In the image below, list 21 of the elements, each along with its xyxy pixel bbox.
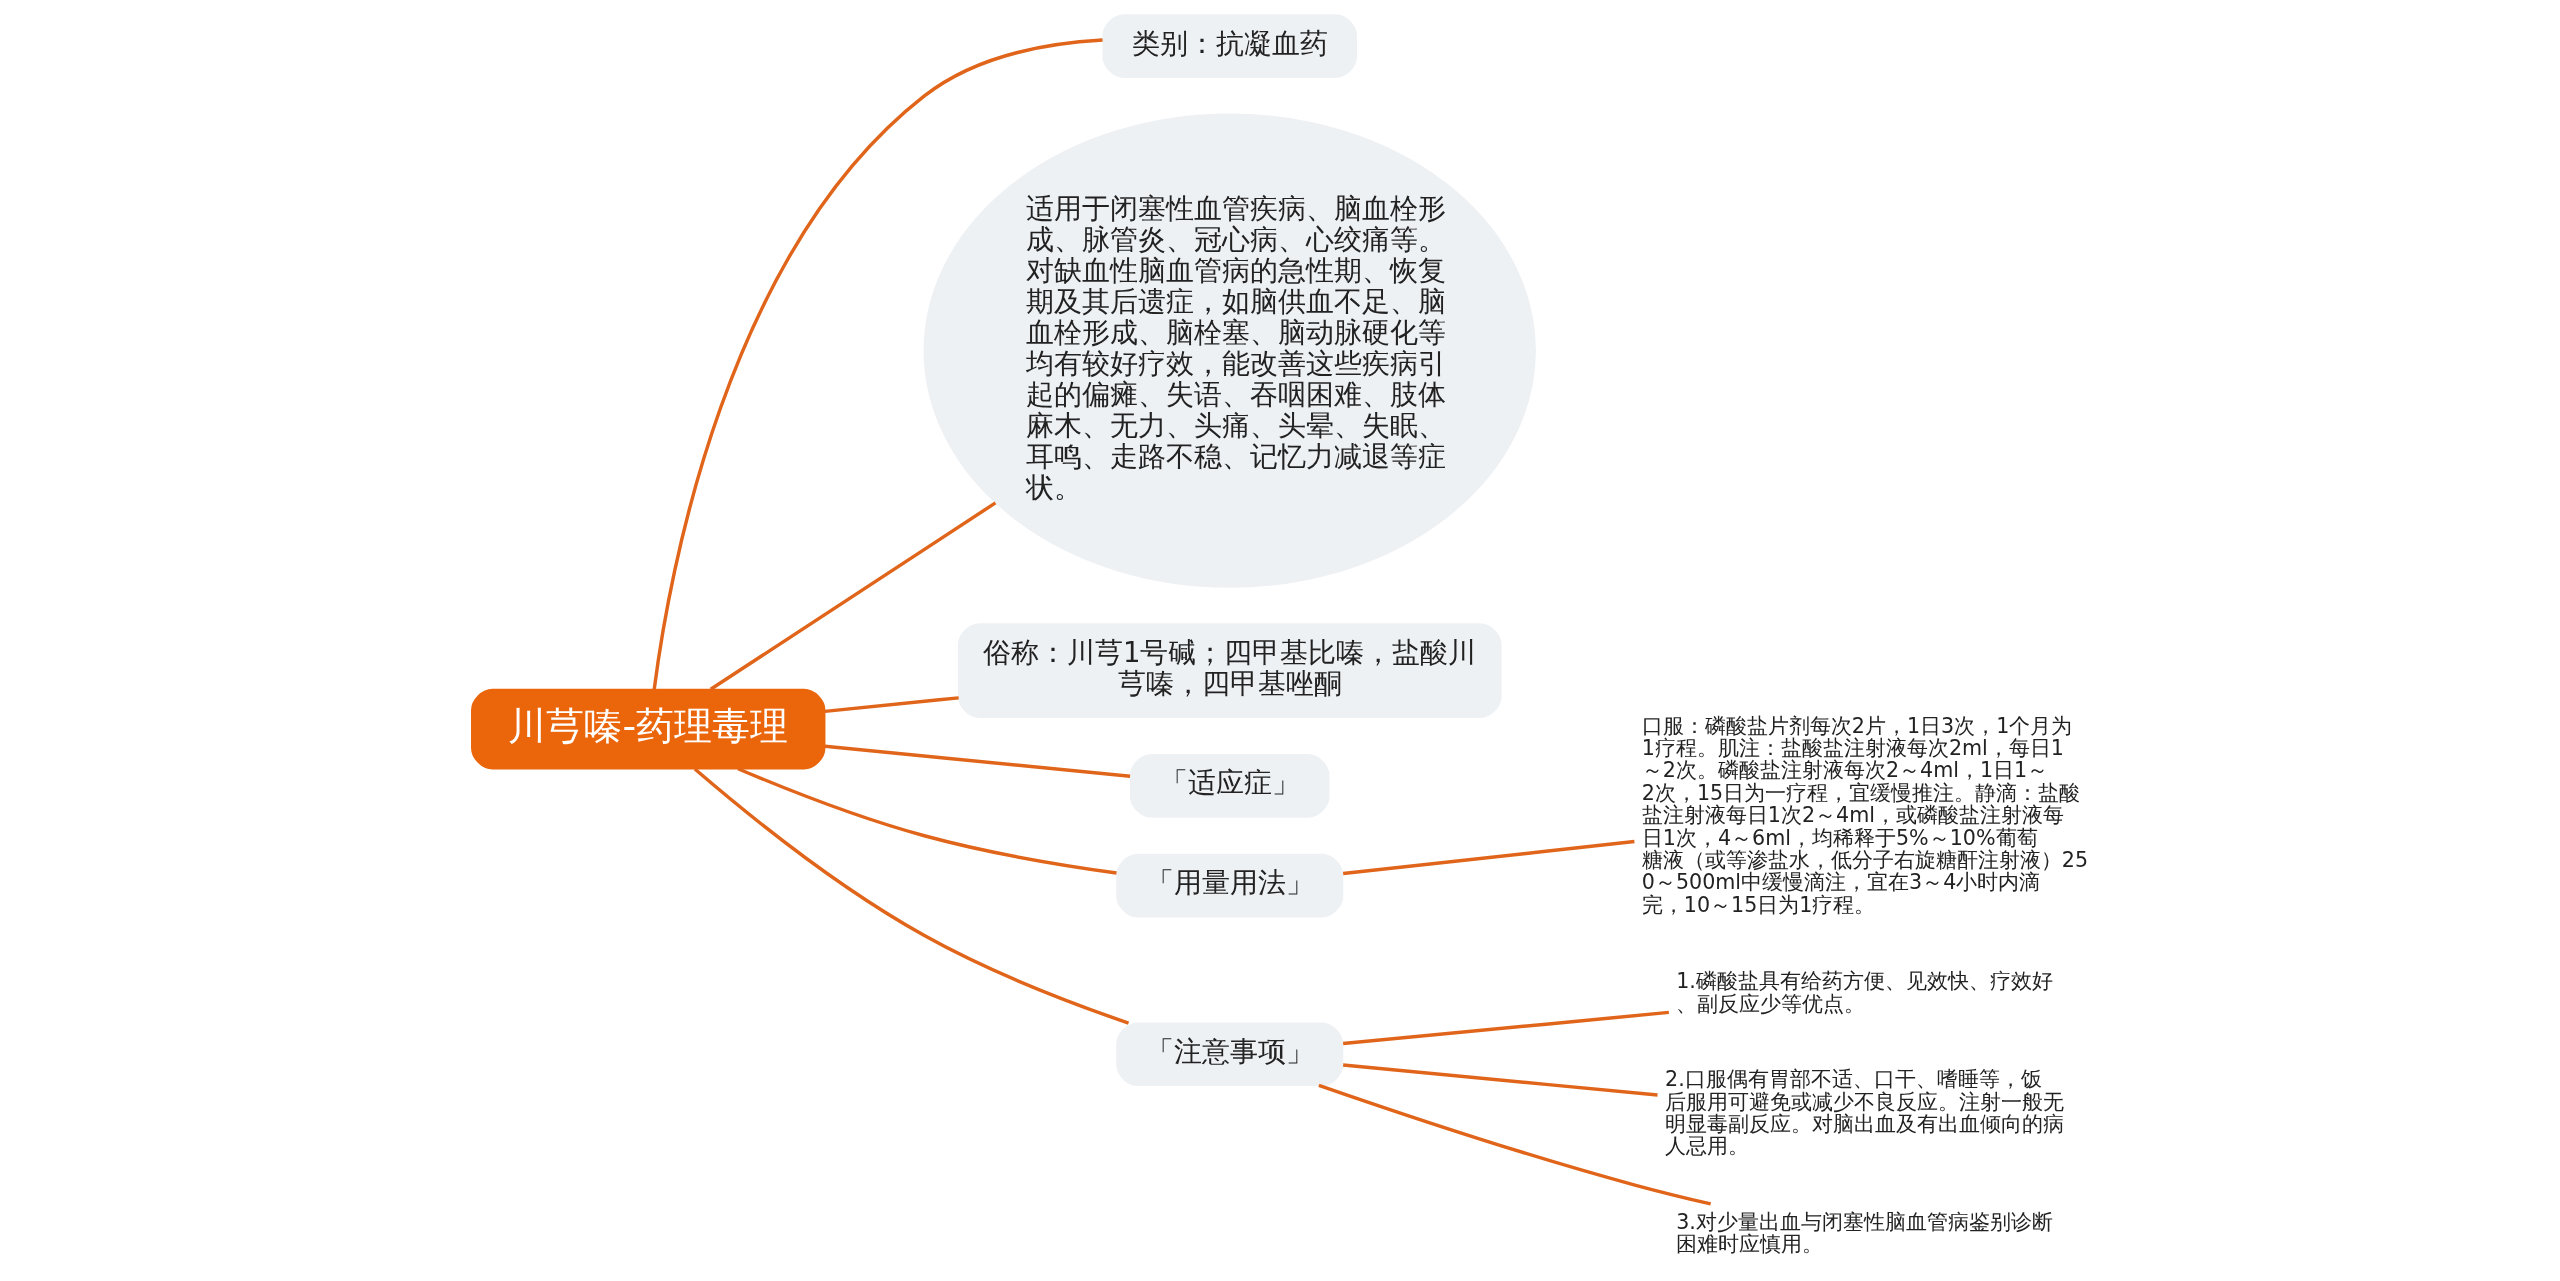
node-text: 1.磷酸盐具有给药方便、见效快、疗效好、副反应少等优点。 (1675, 969, 2053, 1016)
node-box: 「用量用法」 (1115, 853, 1343, 918)
connector (1342, 839, 1635, 876)
node-text: 3.对少量出血与闭塞性脑血管病鉴别诊断困难时应慎用。 (1675, 1210, 2053, 1257)
connector (824, 744, 1130, 778)
node-text: 2.口服偶有胃部不适、口干、嗜睡等，饭后服用可避免或减少不良反应。注射一般无明显毒副反应。对脑出血及有出血倾向的病人忌用。 (1664, 1067, 2064, 1159)
connector (736, 767, 1117, 875)
connector (1342, 1063, 1658, 1097)
connector (1317, 1083, 1711, 1206)
node-box: 「适应症」 (1129, 754, 1330, 818)
node-box: 「注意事项」 (1115, 1022, 1343, 1087)
node-ellipse: 适用于闭塞性血管疾病、脑血栓形成、脉管炎、冠心病、心绞痛等。对缺血性脑血管病的急性期、恢复期及其后遗症，如脑供血不足、脑血栓形成、脑栓塞、脑动脉硬化等均有较好疗效，能改善这些疾病引起的偏瘫、失语、吞咽困难、肢体麻木、无力、头痛、头晕、失眠、耳鸣、走路不稳、记忆力减退等症状。 (923, 113, 1536, 588)
node-text: 口服：磷酸盐片剂每次2片，1日3次，1个月为1疗程。肌注：盐酸盐注射液每次2ml，每日1～2次。磷酸盐注射液每次2～4ml，1日1～2次，15日为一疗程，宜缓慢推注。静滴：盐酸盐注射液每日1次2～4ml，或磷酸盐注射液每日1次，4～6ml，均稀释于5%～10%葡萄糖液（或等渗盐水，低分子右旋糖酐注射液）250～500ml中缓慢滴注，宜在3～4小时内滴完，10～15日为1疗程。 (1641, 713, 2088, 917)
connector (652, 38, 1103, 690)
connector (1342, 1010, 1669, 1046)
connector (693, 767, 1129, 1025)
node-box: 俗称：川芎1号碱；四甲基比嗪，盐酸川芎嗪，四甲基唑酮 (957, 623, 1502, 718)
connector (709, 501, 996, 691)
connector (824, 696, 959, 714)
node-box: 川芎嗪-药理毒理 (470, 688, 825, 770)
node-box: 类别：抗凝血药 (1101, 14, 1357, 78)
